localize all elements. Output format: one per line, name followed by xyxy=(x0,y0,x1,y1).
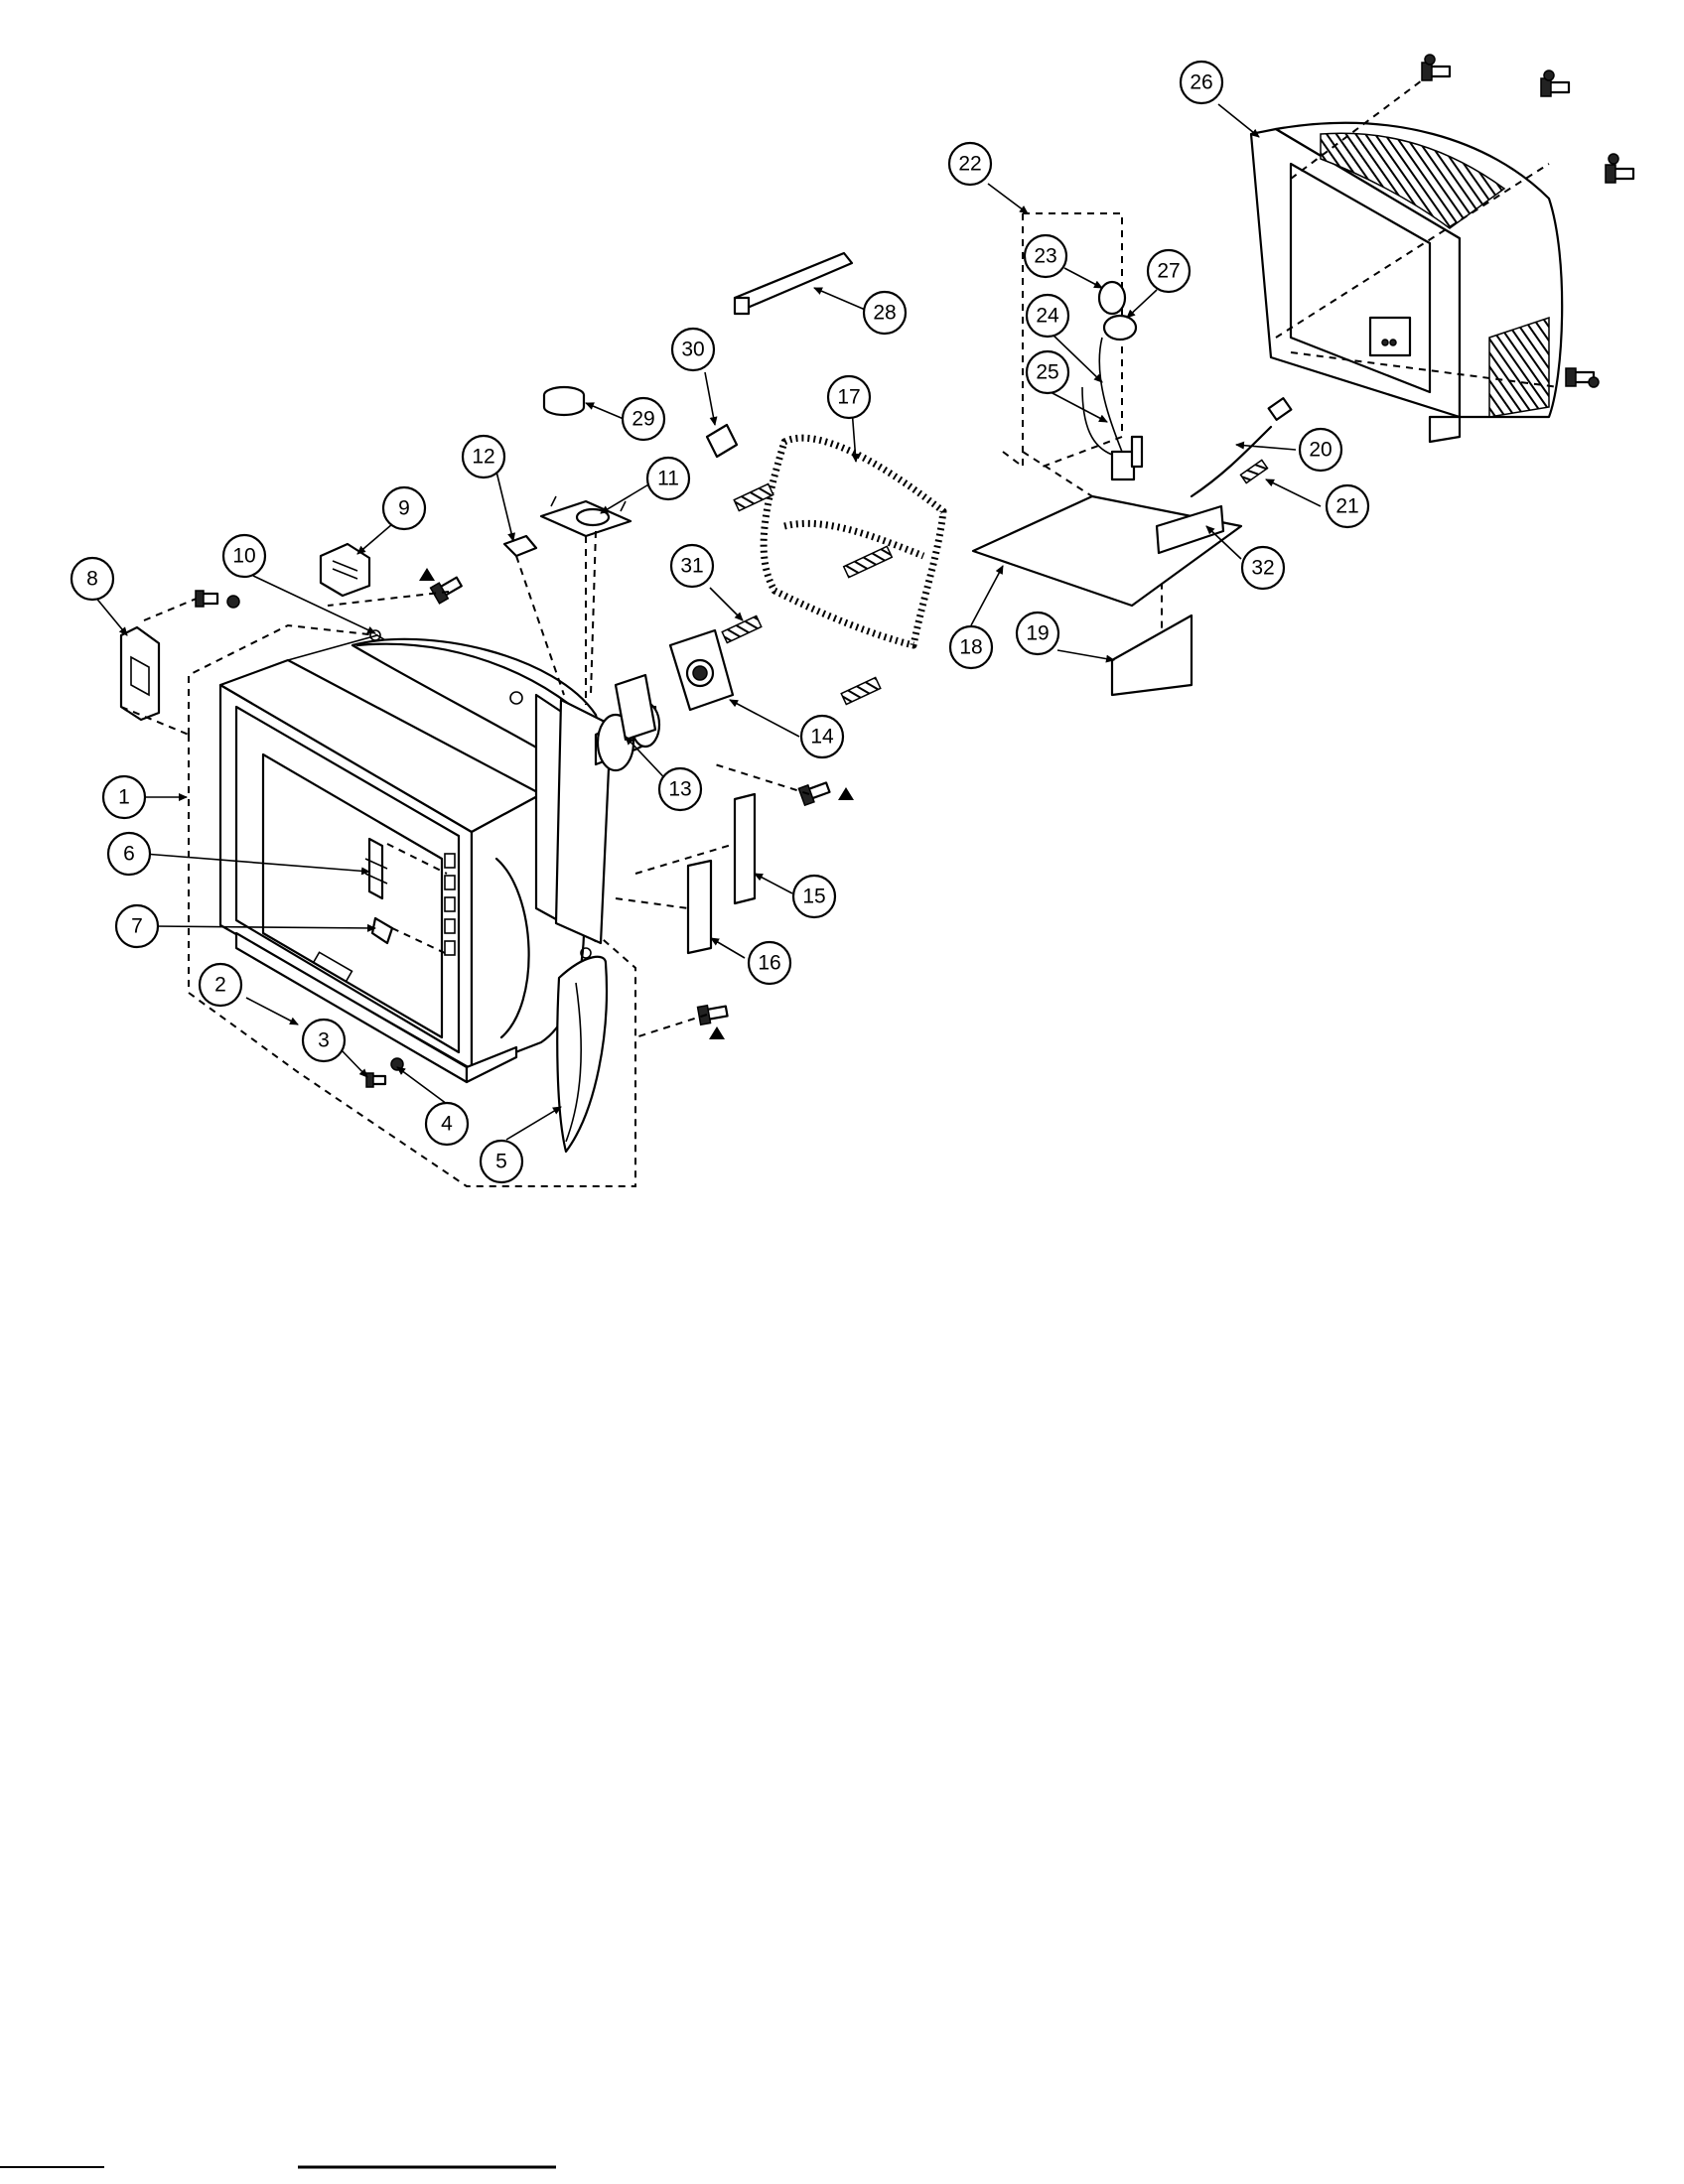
socket-flange xyxy=(614,673,657,742)
callout-12-text: 12 xyxy=(472,446,494,469)
callout-23-text: 23 xyxy=(1034,245,1056,268)
callout-14-text: 14 xyxy=(810,726,834,749)
callout-17-text: 17 xyxy=(837,386,860,409)
callout-6-text: 6 xyxy=(123,843,135,866)
callout-10-text: 10 xyxy=(232,545,255,568)
rear-cabinet xyxy=(1249,54,1635,444)
callout-32-text: 32 xyxy=(1251,557,1274,580)
callout-14: 14 xyxy=(799,714,845,759)
callout-31-text: 31 xyxy=(680,555,703,578)
callout-10: 10 xyxy=(221,533,267,579)
callout-28: 28 xyxy=(862,290,908,336)
coil-holders xyxy=(721,482,894,706)
callout-26-text: 26 xyxy=(1190,71,1212,94)
callout-8-text: 8 xyxy=(86,568,98,591)
screw-icons xyxy=(195,568,854,1088)
callout-13: 13 xyxy=(657,766,703,812)
callout-22-text: 22 xyxy=(958,153,981,176)
callout-12: 12 xyxy=(461,434,506,479)
neck-board xyxy=(668,628,735,712)
callout-18-text: 18 xyxy=(959,636,982,659)
callout-8: 8 xyxy=(70,556,115,602)
callout-7: 7 xyxy=(114,903,160,949)
leader-lines xyxy=(93,103,1322,1141)
main-chassis xyxy=(971,212,1293,697)
callout-1-text: 1 xyxy=(118,786,130,809)
label-plate xyxy=(319,542,371,598)
wedge-part xyxy=(705,423,739,459)
ring-magnet xyxy=(542,385,586,417)
callout-5: 5 xyxy=(479,1139,524,1184)
callout-16: 16 xyxy=(747,940,792,986)
callout-2: 2 xyxy=(198,962,243,1008)
callout-15-text: 15 xyxy=(802,886,825,908)
callout-20: 20 xyxy=(1298,427,1343,473)
callout-9: 9 xyxy=(381,485,427,531)
callout-3-text: 3 xyxy=(318,1029,330,1052)
clip-part xyxy=(502,534,565,696)
degauss-coil xyxy=(760,434,947,649)
callout-13-text: 13 xyxy=(668,778,691,801)
callout-27-text: 27 xyxy=(1157,260,1180,283)
callout-29-text: 29 xyxy=(632,408,654,431)
callout-29: 29 xyxy=(621,396,666,442)
callout-31: 31 xyxy=(669,543,715,589)
speaker-grille xyxy=(556,955,609,1154)
callout-4: 4 xyxy=(424,1101,470,1147)
callout-1: 1 xyxy=(101,774,147,820)
callout-24-text: 24 xyxy=(1036,305,1059,328)
callout-25: 25 xyxy=(1025,349,1070,395)
callout-19: 19 xyxy=(1015,611,1060,656)
callout-7-text: 7 xyxy=(131,915,143,938)
callout-28-text: 28 xyxy=(873,302,896,325)
callout-32: 32 xyxy=(1240,545,1286,591)
callout-19-text: 19 xyxy=(1026,622,1049,645)
callout-26: 26 xyxy=(1179,60,1224,105)
picture-tube xyxy=(351,629,661,959)
callout-9-text: 9 xyxy=(398,497,410,520)
shield-strips xyxy=(615,792,757,955)
callout-22: 22 xyxy=(947,141,993,187)
callout-5-text: 5 xyxy=(495,1151,507,1173)
callout-16-text: 16 xyxy=(758,952,780,975)
callout-15: 15 xyxy=(791,874,837,919)
callout-2-text: 2 xyxy=(214,974,226,997)
callout-6: 6 xyxy=(106,831,152,877)
callout-23: 23 xyxy=(1023,233,1068,279)
callout-11-text: 11 xyxy=(657,468,679,490)
callout-17: 17 xyxy=(826,374,872,420)
callout-30-text: 30 xyxy=(681,339,704,361)
bracket-part xyxy=(119,597,200,736)
callout-25-text: 25 xyxy=(1036,361,1058,384)
callout-21: 21 xyxy=(1325,483,1370,529)
yoke-bracket xyxy=(539,495,632,705)
callout-21-text: 21 xyxy=(1335,495,1358,518)
callout-4-text: 4 xyxy=(441,1113,453,1136)
callout-11: 11 xyxy=(645,456,691,501)
callout-18: 18 xyxy=(948,624,994,670)
callout-27: 27 xyxy=(1146,248,1192,294)
callout-30: 30 xyxy=(670,327,716,372)
callout-labels: 1 2 3 4 5 6 7 8 9 10 11 12 13 14 15 16 1… xyxy=(70,60,1370,1184)
callout-3: 3 xyxy=(301,1018,347,1063)
front-cabinet xyxy=(188,623,636,1187)
strap xyxy=(733,251,854,316)
callout-24: 24 xyxy=(1025,293,1070,339)
callout-20-text: 20 xyxy=(1309,439,1332,462)
